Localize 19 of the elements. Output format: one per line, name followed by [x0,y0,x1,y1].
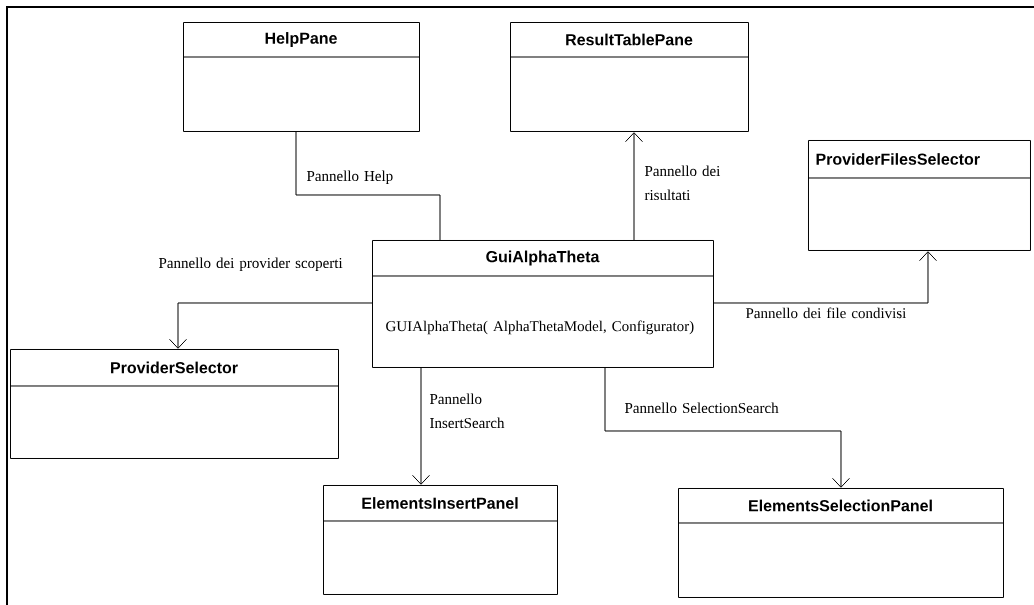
arrow [169,302,373,349]
class-name: HelpPane [265,32,337,47]
class-name: ElementsInsertPanel [362,497,518,509]
class-name: GuiAlphaTheta [486,250,600,266]
edge-label: Pannello SelectionSearch [624,402,779,414]
class-name: ResultTablePane [566,33,693,46]
arrow [713,251,937,304]
edge-label: Pannello dei file condivisi [745,307,906,319]
arrow [625,132,643,241]
class-name: ProviderFilesSelector [816,153,980,165]
arrow [412,367,430,485]
class-name: ProviderSelector [111,361,238,374]
arrow [604,367,850,488]
class-name: ElementsSelectionPanel [749,499,932,512]
edge-label: Pannello InsertSearch [429,393,505,429]
edge-label: Pannello Help [306,170,393,185]
edge-label: Pannello dei risultati [644,165,721,201]
edge-label: Pannello dei provider scoperti [158,257,343,272]
constructor-text: GUIAlphaTheta( AlphaThetaModel, Configurator) [386,320,694,335]
